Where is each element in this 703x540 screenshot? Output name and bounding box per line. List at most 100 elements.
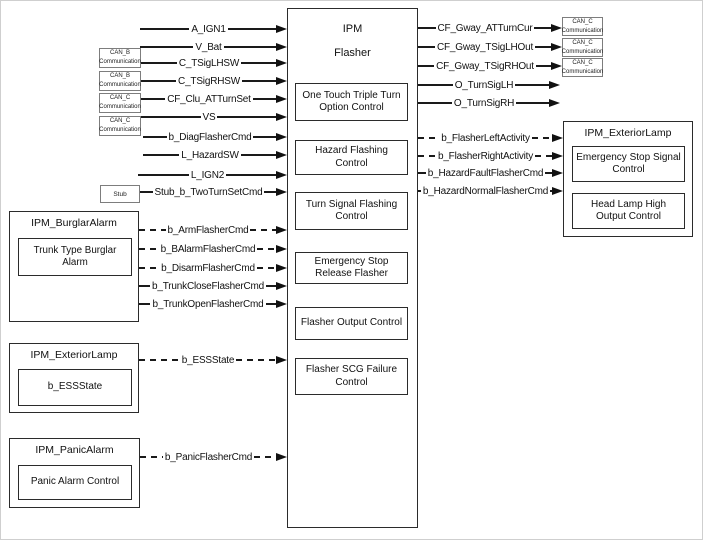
signal-line <box>545 172 554 174</box>
function-block-head-lamp-high-output-control: Head Lamp High Output Control <box>572 193 685 229</box>
signal-line <box>550 190 553 192</box>
input-signal-b_TrunkOpenFlasherCmd: b_TrunkOpenFlasherCmd <box>139 296 288 312</box>
module-ipm-panic-alarm: IPM_PanicAlarm Panic Alarm Control <box>9 438 140 508</box>
can-c-communication-box: CAN_C Communication <box>562 38 603 57</box>
function-label: Trunk Type Burglar Alarm <box>33 244 117 268</box>
signal-line <box>226 174 278 176</box>
block-title: IPM <box>342 23 363 35</box>
arrowhead-icon <box>276 171 288 179</box>
function-block-emergency-stop-release-flasher: Emergency Stop Release Flasher <box>295 252 408 284</box>
signal-label: O_TurnSigLH <box>454 79 514 91</box>
signal-line <box>143 154 180 156</box>
arrowhead-icon <box>276 43 287 51</box>
signal-label: b_FlasherRightActivity <box>437 150 534 162</box>
input-signal-b_ESSState: b_ESSState <box>139 352 288 368</box>
can-c-communication-box: CAN_C Communication <box>99 116 141 136</box>
arrowhead-icon <box>549 81 561 89</box>
arrowhead-icon <box>276 264 287 272</box>
arrowhead-icon <box>276 133 288 141</box>
signal-line <box>141 62 177 64</box>
input-signal-b_DiagFlasherCmd: b_DiagFlasherCmd <box>143 129 288 145</box>
input-signal-A_IGN1: A_IGN1 <box>140 21 287 37</box>
function-label: Emergency Stop Signal Control <box>576 151 681 176</box>
input-signal-L_IGN2: L_IGN2 <box>138 167 288 183</box>
output-signal-CF_Gway_TSigLHOut: CF_Gway_TSigLHOut <box>418 39 563 55</box>
function-label: Hazard Flashing Control <box>315 145 388 169</box>
signal-line <box>535 65 552 67</box>
signal-line <box>141 80 177 82</box>
arrowhead-icon <box>552 169 564 177</box>
signal-line <box>265 303 278 305</box>
signal-line <box>141 116 201 118</box>
output-signal-O_TurnSigLH: O_TurnSigLH <box>418 77 561 93</box>
input-signal-V_Bat: V_Bat <box>140 39 287 55</box>
signal-line <box>515 84 551 86</box>
function-label: Flasher SCG Failure Control <box>305 364 398 388</box>
signal-line <box>418 137 440 139</box>
signal-line <box>418 102 452 104</box>
output-signal-b_HazardFaultFlasherCmd: b_HazardFaultFlasherCmd <box>418 165 564 181</box>
signal-line <box>418 172 426 174</box>
signal-line <box>418 46 435 48</box>
signal-line <box>264 191 278 193</box>
signal-line <box>252 98 277 100</box>
signal-line <box>534 27 552 29</box>
signal-line <box>535 46 553 48</box>
input-signal-b_ArmFlasherCmd: b_ArmFlasherCmd <box>139 222 288 238</box>
output-signal-CF_Gway_TSigRHOut: CF_Gway_TSigRHOut <box>418 58 562 74</box>
arrowhead-icon <box>551 62 562 70</box>
output-signal-CF_Gway_ATTurnCur: CF_Gway_ATTurnCur <box>418 20 562 36</box>
can-bus-name: CAN_C <box>109 118 131 125</box>
module-title: IPM_BurglarAlarm <box>31 217 117 229</box>
signal-label: b_ESSState <box>181 354 235 366</box>
function-label: One Touch Triple Turn Option Control <box>302 89 401 114</box>
module-ipm-exterior-lamp-left: IPM_ExteriorLamp b_ESSState <box>9 343 139 413</box>
can-bus-name: CAN_B <box>109 73 130 80</box>
signal-line <box>256 267 277 269</box>
input-signal-b_BAlarmFlasherCmd: b_BAlarmFlasherCmd <box>139 241 288 257</box>
signal-line <box>139 229 166 231</box>
input-signal-b_TrunkCloseFlasherCmd: b_TrunkCloseFlasherCmd <box>139 278 288 294</box>
signal-line <box>516 102 551 104</box>
signal-line <box>265 285 278 287</box>
signal-label: L_HazardSW <box>181 149 239 161</box>
signal-line <box>139 359 180 361</box>
can-c-communication-box: CAN_C Communication <box>99 93 141 113</box>
signal-label: C_TSigRHSW <box>178 75 240 87</box>
function-block-flasher-output-control: Flasher Output Control <box>295 307 408 340</box>
arrowhead-icon <box>552 134 563 142</box>
signal-line <box>140 28 190 30</box>
can-b-communication-box: CAN_B Communication <box>99 71 141 91</box>
signal-line <box>418 27 436 29</box>
can-c-communication-box: CAN_C Communication <box>562 17 603 36</box>
signal-label: CF_Clu_ATTurnSet <box>167 93 251 105</box>
stub-label: Stub <box>113 190 127 198</box>
signal-line <box>141 98 166 100</box>
can-bus-sub: Communication <box>561 27 604 34</box>
can-bus-sub: Communication <box>561 68 604 75</box>
module-title: IPM_PanicAlarm <box>35 444 114 456</box>
signal-label: L_IGN2 <box>190 169 225 181</box>
module-ipm-exterior-lamp-right: IPM_ExteriorLamp Emergency Stop Signal C… <box>563 121 693 237</box>
arrowhead-icon <box>276 282 288 290</box>
arrowhead-icon <box>551 24 562 32</box>
signal-line <box>236 359 278 361</box>
function-block-one-touch-triple-turn-option-control: One Touch Triple Turn Option Control <box>295 83 408 121</box>
signal-line <box>223 46 277 48</box>
function-label: b_ESSState <box>47 381 103 393</box>
function-block-flasher-scg-failure-control: Flasher SCG Failure Control <box>295 358 408 395</box>
arrowhead-icon <box>552 152 563 160</box>
can-bus-name: CAN_C <box>572 39 593 46</box>
arrowhead-icon <box>276 25 287 33</box>
module-ipm-flasher: IPM Flasher One Touch Triple Turn Option… <box>287 8 418 528</box>
can-bus-sub: Communication <box>99 104 141 110</box>
signal-label: A_IGN1 <box>191 23 226 35</box>
signal-line <box>254 456 278 458</box>
can-bus-name: CAN_B <box>109 50 130 57</box>
input-signal-CF_Clu_ATTurnSet: CF_Clu_ATTurnSet <box>141 91 287 107</box>
signal-line <box>241 62 277 64</box>
signal-line <box>257 248 278 250</box>
can-b-communication-box: CAN_B Communication <box>99 48 141 68</box>
function-block-turn-signal-flashing-control: Turn Signal Flashing Control <box>295 192 408 230</box>
